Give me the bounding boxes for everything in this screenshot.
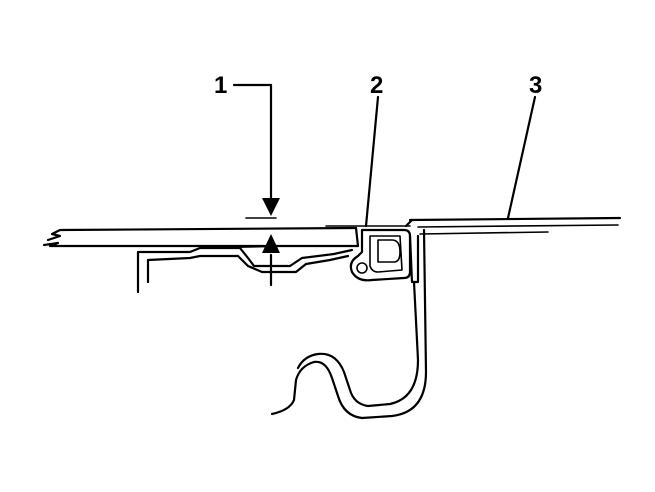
callout-label-1: 1 xyxy=(214,72,227,99)
callout-1-leader xyxy=(232,83,280,287)
callout-2-leader xyxy=(364,95,380,228)
callout-label-2: 2 xyxy=(370,72,383,99)
seal-retainer xyxy=(349,228,412,282)
callout-3-leader xyxy=(506,95,537,220)
body-flange xyxy=(270,228,428,420)
lower-bracket xyxy=(136,245,354,294)
callout-label-3: 3 xyxy=(529,72,542,99)
glass-panel xyxy=(42,226,360,248)
upper-panel xyxy=(325,216,622,235)
